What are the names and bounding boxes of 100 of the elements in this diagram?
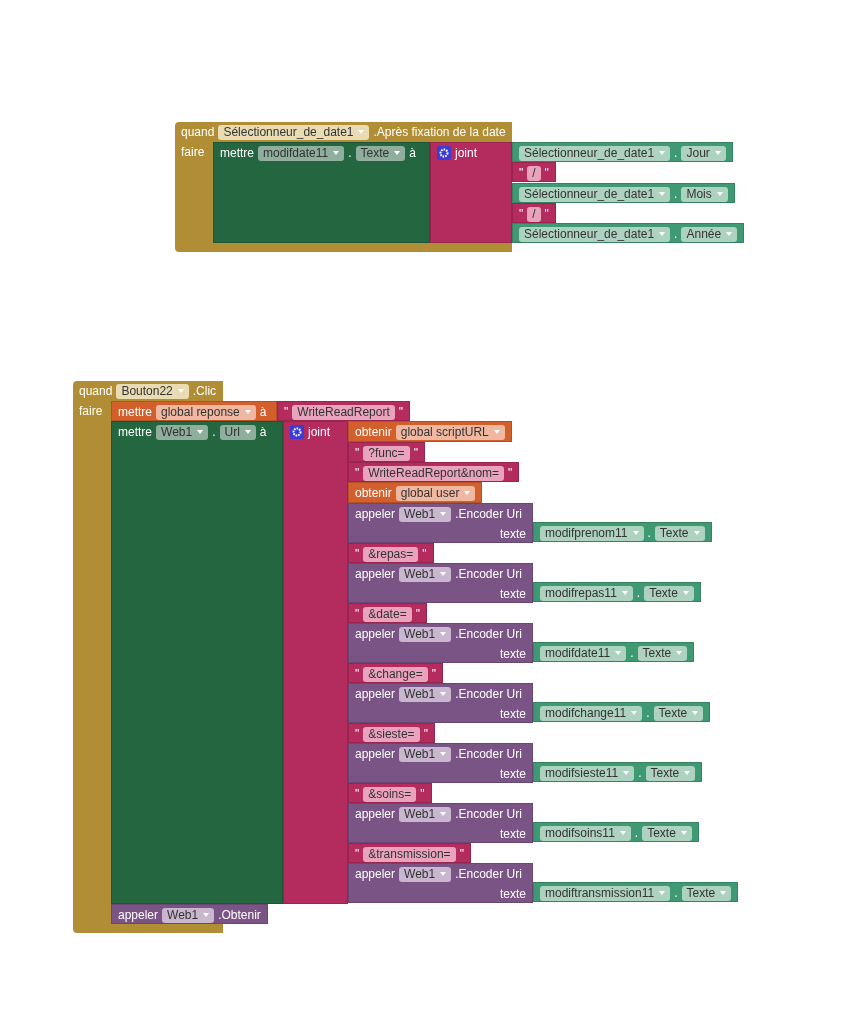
block-label: appeler	[355, 687, 396, 701]
block-label: quand	[79, 384, 113, 398]
text-field: /	[527, 206, 541, 222]
block-label: "	[355, 446, 360, 460]
getter-block	[533, 522, 712, 542]
dropdown: modifchange11	[540, 705, 643, 721]
dropdown: modifrepas11	[540, 585, 633, 601]
text-field: &soins=	[363, 786, 417, 802]
block-label: texte	[500, 827, 526, 841]
block-label: .	[212, 425, 216, 439]
dropdown: Texte	[644, 585, 694, 601]
dropdown: Web1	[399, 806, 452, 822]
block-label: appeler	[355, 867, 396, 881]
text-field: WriteReadReport	[292, 404, 395, 420]
block-label: "	[355, 607, 360, 621]
block-label: "	[422, 547, 427, 561]
dropdown: Web1	[399, 566, 452, 582]
block-label: .Encoder Uri	[455, 807, 522, 821]
block-label: appeler	[355, 807, 396, 821]
block-label: texte	[500, 887, 526, 901]
dropdown: Jour	[681, 145, 726, 161]
dropdown: Texte	[653, 705, 704, 721]
text-block	[348, 543, 434, 563]
block-label: "	[413, 446, 418, 460]
dropdown: Texte	[645, 765, 696, 781]
call-block	[348, 623, 533, 663]
block-label: .	[636, 586, 641, 600]
text-field: &repas=	[363, 546, 419, 562]
call-block	[111, 904, 268, 924]
text-field: /	[527, 165, 541, 181]
text-block	[348, 442, 425, 462]
block-label: .Après fixation de la date	[373, 125, 506, 139]
block-label: "	[355, 667, 360, 681]
text-block	[348, 723, 435, 743]
block-label: à	[259, 425, 267, 439]
dropdown: Web1	[399, 866, 452, 882]
block-label: .Clic	[192, 384, 217, 398]
block-label: appeler	[118, 908, 159, 922]
block-label: .	[674, 146, 678, 160]
block-label: "	[431, 667, 436, 681]
block-label: .Obtenir	[218, 908, 261, 922]
dropdown: Texte	[654, 525, 705, 541]
text-field: WriteReadReport&nom=	[363, 465, 505, 481]
call-block	[348, 683, 533, 723]
block-label: "	[415, 607, 420, 621]
block-label: joint	[455, 146, 477, 160]
dropdown: Url	[219, 424, 256, 440]
setter-block	[213, 142, 430, 243]
getter-block	[512, 183, 735, 203]
text-field: ?func=	[363, 445, 410, 461]
getter-block	[533, 582, 701, 602]
dropdown: global scriptURL	[395, 424, 505, 440]
dropdown: Web1	[162, 907, 215, 923]
getter-block	[512, 142, 733, 162]
block-label: appeler	[355, 627, 396, 641]
block-label: texte	[500, 527, 526, 541]
dropdown: modiftransmission11	[540, 885, 671, 901]
dropdown: modifsoins11	[540, 825, 631, 841]
block-label: texte	[500, 707, 526, 721]
block-label: "	[355, 466, 360, 480]
getter-block	[533, 642, 695, 662]
block-label: .Encoder Uri	[455, 507, 522, 521]
variable-block	[348, 482, 483, 503]
join-block	[430, 142, 512, 243]
text-field: &change=	[363, 666, 428, 682]
block-label: obtenir	[355, 425, 392, 439]
block-label: .	[634, 826, 639, 840]
dropdown: Texte	[637, 645, 688, 661]
dropdown: Texte	[355, 145, 406, 161]
block-label: à	[409, 146, 416, 160]
dropdown: Sélectionneur_de_date1	[519, 145, 671, 161]
event-block	[175, 122, 512, 252]
dropdown: Année	[681, 226, 738, 242]
block-label: .	[674, 886, 678, 900]
block-label: appeler	[355, 747, 396, 761]
block-label: .Encoder Uri	[455, 687, 522, 701]
block-label: texte	[500, 767, 526, 781]
block-label: "	[284, 405, 289, 419]
block-label: "	[519, 207, 524, 221]
block-label: "	[519, 166, 524, 180]
text-field: &date=	[363, 606, 412, 622]
text-block	[512, 203, 556, 223]
dropdown: Texte	[642, 825, 692, 841]
text-block	[348, 783, 432, 803]
block-label: "	[355, 847, 360, 861]
dropdown: global user	[395, 485, 476, 501]
block-label: "	[355, 787, 360, 801]
block-label: "	[423, 727, 428, 741]
dropdown: modifdate11	[258, 145, 345, 161]
dropdown: global reponse	[156, 404, 256, 420]
block-label: "	[398, 405, 403, 419]
text-block	[348, 462, 520, 482]
text-block	[348, 603, 427, 623]
getter-block	[533, 822, 699, 842]
text-block	[512, 162, 556, 182]
dropdown: modifprenom11	[540, 525, 644, 541]
block-label: "	[355, 547, 360, 561]
block-label: quand	[181, 125, 215, 139]
dropdown: Texte	[681, 885, 732, 901]
dropdown: Web1	[399, 626, 452, 642]
